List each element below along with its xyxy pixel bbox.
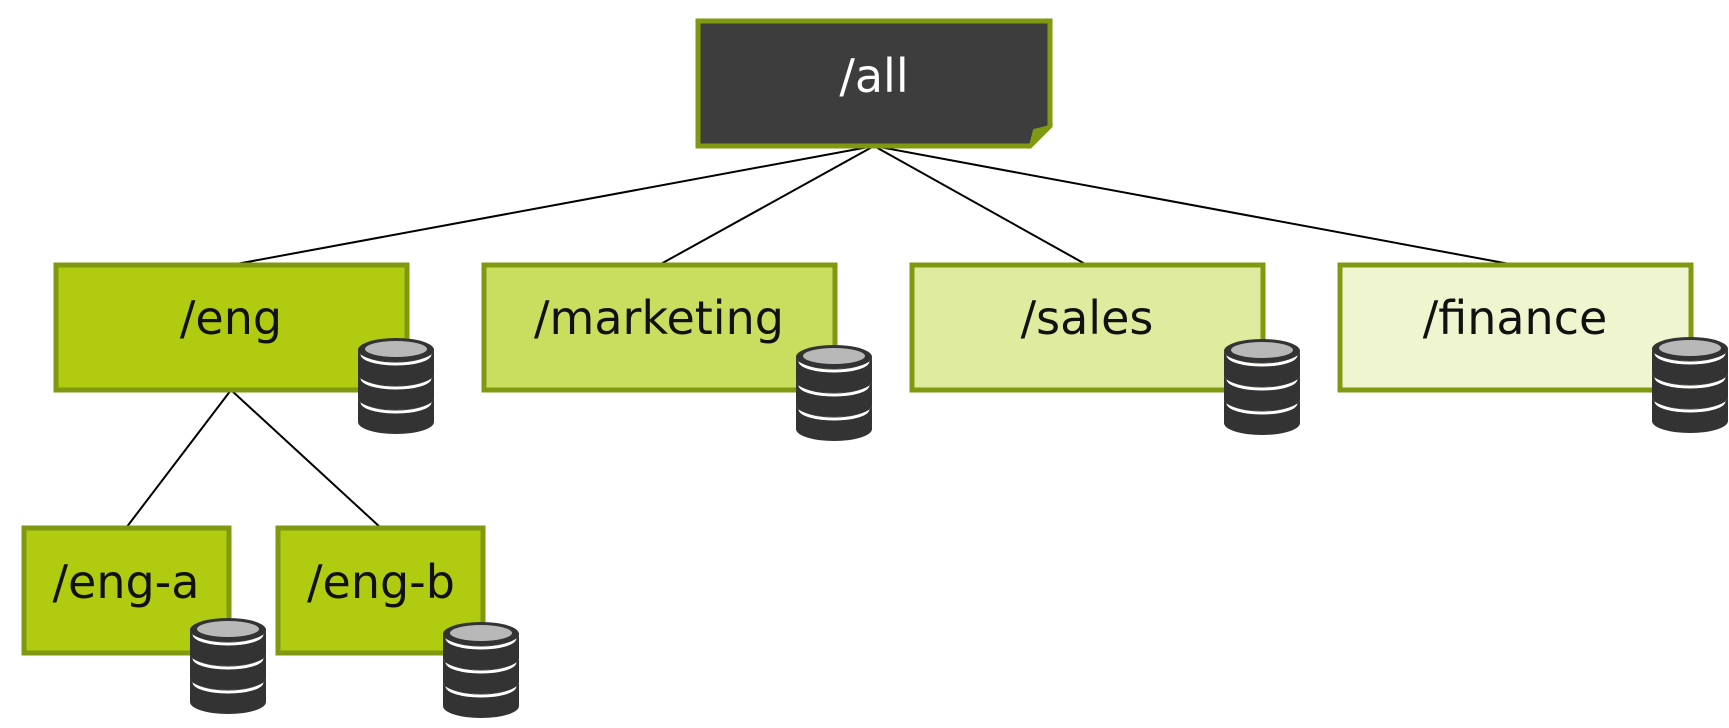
database-disc-edge: [192, 681, 264, 694]
database-disc-edge: [1226, 354, 1298, 367]
database-icon: [190, 618, 266, 714]
node-sales-box: [909, 262, 1266, 393]
database-top: [1659, 340, 1721, 356]
database-disc-edge: [798, 384, 870, 397]
database-disc-edge: [1654, 376, 1726, 389]
node-all-label: /all: [839, 49, 908, 103]
database-disc: [1224, 399, 1300, 435]
database-icon: [1652, 337, 1728, 433]
database-disc-edge: [445, 661, 517, 674]
database-disc-edge: [445, 637, 517, 650]
node-finance-box: [1337, 262, 1694, 393]
database-disc: [796, 405, 872, 441]
database-icon: [796, 345, 872, 441]
connector-line: [658, 145, 875, 266]
database-disc-edge: [1226, 378, 1298, 391]
node-marketing-label: /marketing: [534, 291, 784, 345]
database-top: [197, 621, 259, 637]
node-marketing: /marketing: [481, 262, 872, 441]
database-disc-edge: [192, 657, 264, 670]
database-disc-edge: [360, 377, 432, 390]
connector-line: [873, 145, 1516, 266]
node-sales: /sales: [909, 262, 1300, 435]
database-disc: [1224, 375, 1300, 411]
database-icon: [358, 338, 434, 434]
node-all: /all: [695, 18, 1054, 150]
database-disc: [443, 634, 519, 670]
node-marketing-box: [481, 262, 838, 393]
database-disc: [190, 630, 266, 666]
database-disc-edge: [1654, 352, 1726, 365]
database-disc: [1652, 373, 1728, 409]
database-disc-edge: [360, 353, 432, 366]
node-eng-a: /eng-a: [21, 525, 266, 714]
node-eng-box: [53, 262, 410, 393]
connector-line: [230, 145, 875, 266]
connectors: [125, 145, 1516, 529]
database-disc-edge: [192, 633, 264, 646]
node-eng: /eng: [53, 262, 434, 434]
database-top: [450, 625, 512, 641]
database-disc-edge: [445, 685, 517, 698]
node-eng-label: /eng: [180, 291, 282, 345]
database-icon: [443, 622, 519, 718]
database-disc: [358, 350, 434, 386]
database-icon: [1224, 339, 1300, 435]
database-disc: [796, 381, 872, 417]
database-disc: [190, 678, 266, 714]
database-disc-edge: [798, 360, 870, 373]
database-disc: [190, 654, 266, 690]
node-finance: /finance: [1337, 262, 1728, 433]
node-eng-b-label: /eng-b: [307, 555, 455, 609]
connector-line: [873, 145, 1088, 266]
connector-line: [230, 389, 382, 529]
database-disc: [1652, 397, 1728, 433]
connector-line: [125, 389, 232, 529]
database-disc: [443, 658, 519, 694]
node-eng-a-label: /eng-a: [53, 555, 200, 609]
database-top: [1231, 342, 1293, 358]
database-disc: [443, 682, 519, 718]
node-finance-label: /finance: [1423, 291, 1608, 345]
database-disc: [358, 374, 434, 410]
database-disc: [796, 357, 872, 393]
database-disc: [1652, 349, 1728, 385]
database-disc-edge: [360, 401, 432, 414]
database-disc-edge: [1226, 402, 1298, 415]
database-top: [803, 348, 865, 364]
database-top: [365, 341, 427, 357]
node-eng-b: /eng-b: [275, 525, 519, 718]
node-sales-label: /sales: [1021, 291, 1154, 345]
database-disc-edge: [798, 408, 870, 421]
folded-corner-icon: [1028, 124, 1054, 150]
database-disc: [358, 398, 434, 434]
database-disc: [1224, 351, 1300, 387]
database-disc-edge: [1654, 400, 1726, 413]
